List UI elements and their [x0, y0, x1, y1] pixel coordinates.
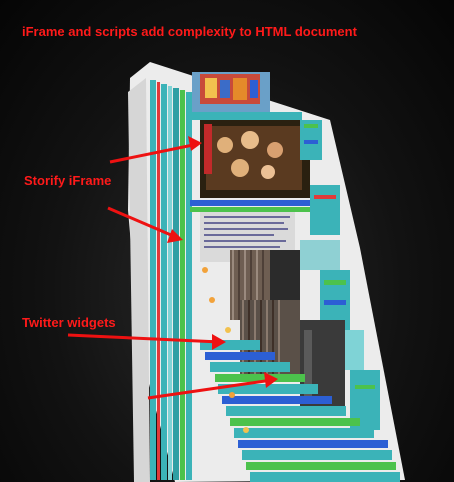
storify-arrow-2	[107, 206, 179, 240]
storify-arrow-1-head	[188, 136, 202, 151]
dom-stack-left	[150, 80, 192, 480]
twitter-arrow-2	[147, 378, 273, 400]
twitter-arrow-1-head	[212, 334, 226, 350]
annotation-title: iFrame and scripts add complexity to HTM…	[22, 24, 357, 39]
twitter-widgets-label: Twitter widgets	[22, 315, 116, 330]
page-left-side	[128, 78, 150, 482]
top-header-block	[192, 72, 302, 120]
storify-arrow-1	[109, 142, 199, 164]
twitter-arrows	[67, 333, 278, 400]
twitter-arrow-1	[67, 333, 221, 344]
lower-stacked-slabs	[200, 340, 400, 482]
storify-arrows	[107, 136, 202, 243]
node-markers	[202, 267, 249, 433]
storify-iframe-label: Storify iFrame	[24, 173, 112, 188]
storify-iframe-region	[190, 120, 310, 212]
twitter-arrow-2-head	[264, 372, 278, 388]
storify-arrow-2-head	[167, 229, 183, 243]
